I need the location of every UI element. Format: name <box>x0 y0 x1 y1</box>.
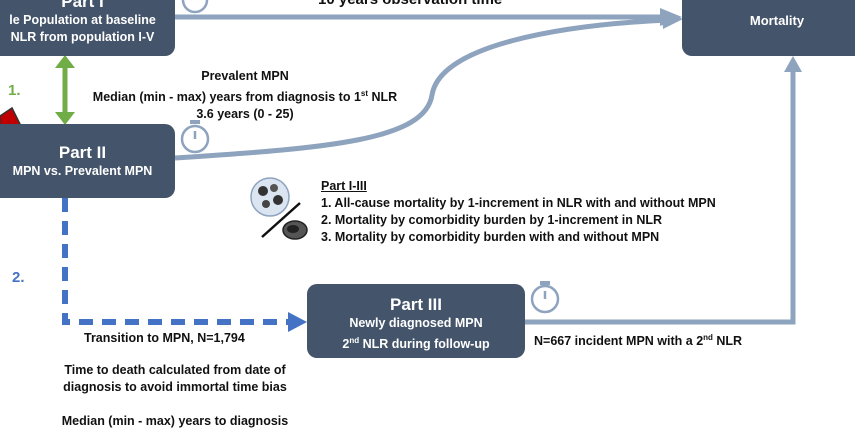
step1-number: 1. <box>8 82 21 99</box>
stopwatch-icon <box>530 281 560 314</box>
step1-text: Prevalent MPN Median (min - max) years f… <box>75 68 415 123</box>
part1-title: Part I <box>61 0 104 11</box>
part2-title: Part II <box>58 143 107 162</box>
arrow-part3-to-mortality <box>525 56 802 325</box>
incident-label: N=667 incident MPN with a 2nd NLR <box>534 333 743 349</box>
step2-number: 2. <box>12 269 25 286</box>
note-line3: Median (min - max) years to diagnosis <box>61 414 289 428</box>
outcomes-block: Part I-III 1. All-cause mortality by 1-i… <box>321 178 781 246</box>
stopwatch-icon <box>180 120 210 154</box>
part1-line2: NLR from population I-V <box>10 30 155 44</box>
mortality-label: Mortality <box>749 13 805 28</box>
outcomes-heading: Part I-III <box>321 179 367 193</box>
step2-notes: Time to death calculated from date of di… <box>40 362 310 430</box>
note-line1: Time to death calculated from date of <box>64 363 286 377</box>
cells-icon <box>250 177 308 240</box>
observation-time-label: 10 years observation time <box>318 0 502 8</box>
step1-line3: 3.6 years (0 - 25) <box>196 107 294 122</box>
part2-line1: MPN vs. Prevalent MPN <box>12 164 153 178</box>
part1-line1: le Population at baseline <box>9 13 156 27</box>
stopwatch-icon <box>181 0 209 14</box>
arrow-part2-to-mortality <box>174 11 683 161</box>
step1-line1: Prevalent MPN <box>201 69 289 83</box>
note-line2: diagnosis to avoid immortal time bias <box>63 380 287 394</box>
part3-line1: Newly diagnosed MPN <box>349 316 483 330</box>
part2-box: Part II MPN vs. Prevalent MPN <box>0 124 175 198</box>
part3-line2: 2nd NLR during follow-up <box>342 336 490 352</box>
mortality-box: Mortality <box>682 0 855 56</box>
arrow-part2-to-part3 <box>62 198 307 332</box>
step1-line2: Median (min - max) years from diagnosis … <box>92 89 398 105</box>
transition-label: Transition to MPN, N=1,794 <box>84 331 245 345</box>
part3-box: Part III Newly diagnosed MPN 2nd NLR dur… <box>307 284 525 358</box>
outcome-item: 1. All-cause mortality by 1-increment in… <box>321 196 716 210</box>
outcome-item: 3. Mortality by comorbidity burden with … <box>321 230 660 244</box>
arrow-part1-part2 <box>55 55 75 125</box>
part3-title: Part III <box>390 295 442 314</box>
outcome-item: 2. Mortality by comorbidity burden by 1-… <box>321 213 663 227</box>
part1-box: Part I le Population at baseline NLR fro… <box>0 0 175 56</box>
